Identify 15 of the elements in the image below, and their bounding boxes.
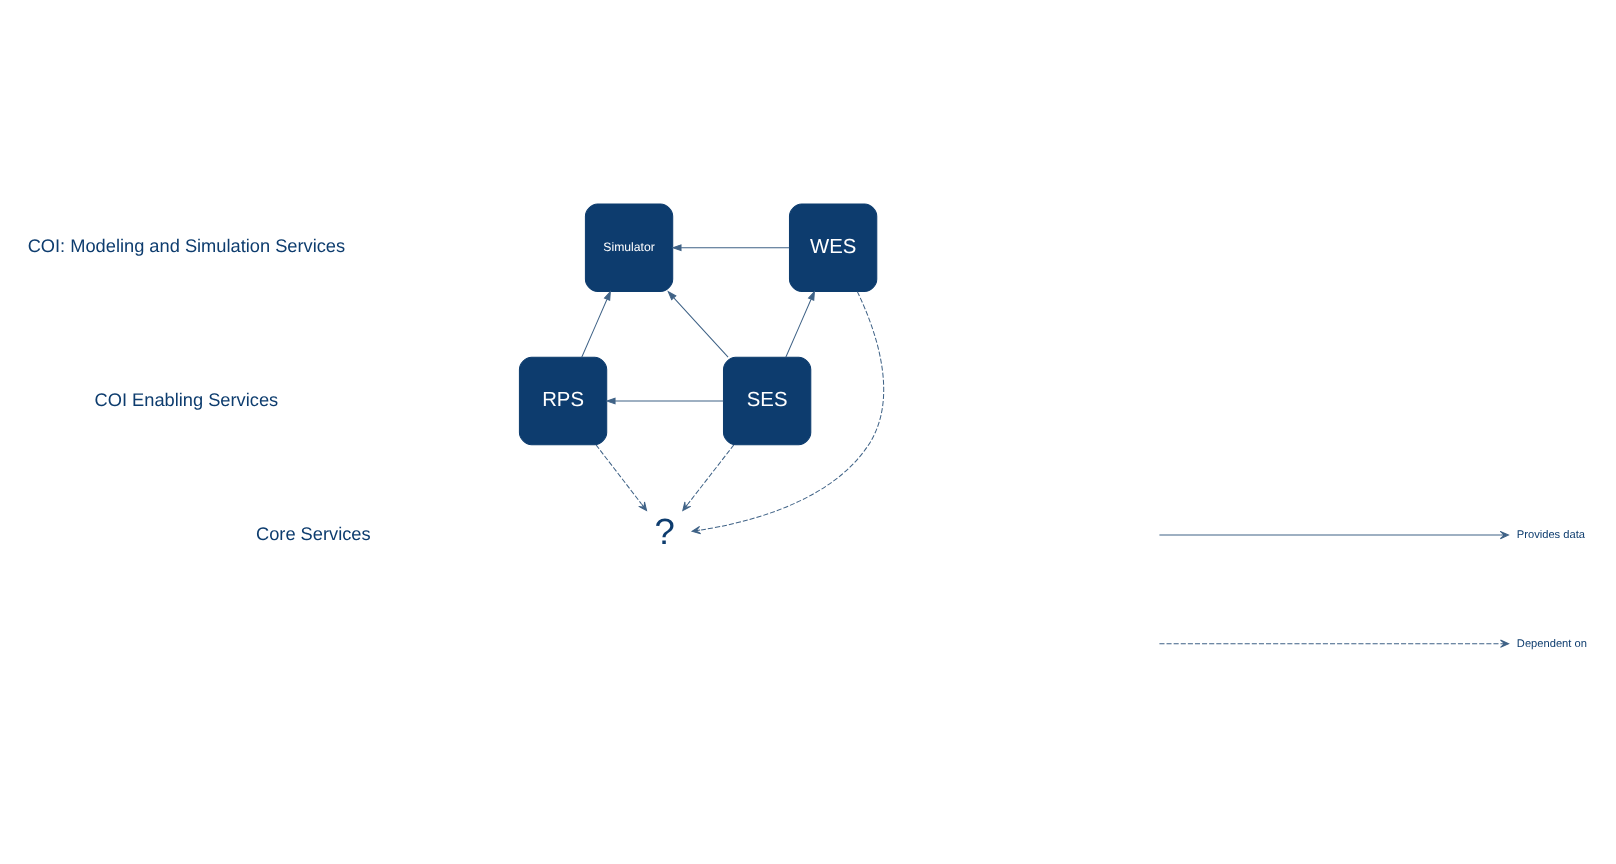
arrow (785, 289, 815, 357)
arrow (682, 443, 735, 511)
node-box: WES (788, 202, 878, 291)
arrow (667, 289, 729, 357)
node-box: SES (722, 355, 812, 445)
node-text: ? (654, 508, 675, 551)
label: Core Services (256, 522, 371, 543)
arrow (605, 396, 724, 404)
label: COI Enabling Services (94, 388, 279, 409)
arrow (671, 243, 790, 251)
arrow (581, 289, 611, 357)
arrow (691, 290, 885, 534)
arrow (595, 443, 648, 511)
node-box: RPS (518, 355, 608, 445)
label: COI: Modeling and Simulation Services (27, 235, 346, 256)
